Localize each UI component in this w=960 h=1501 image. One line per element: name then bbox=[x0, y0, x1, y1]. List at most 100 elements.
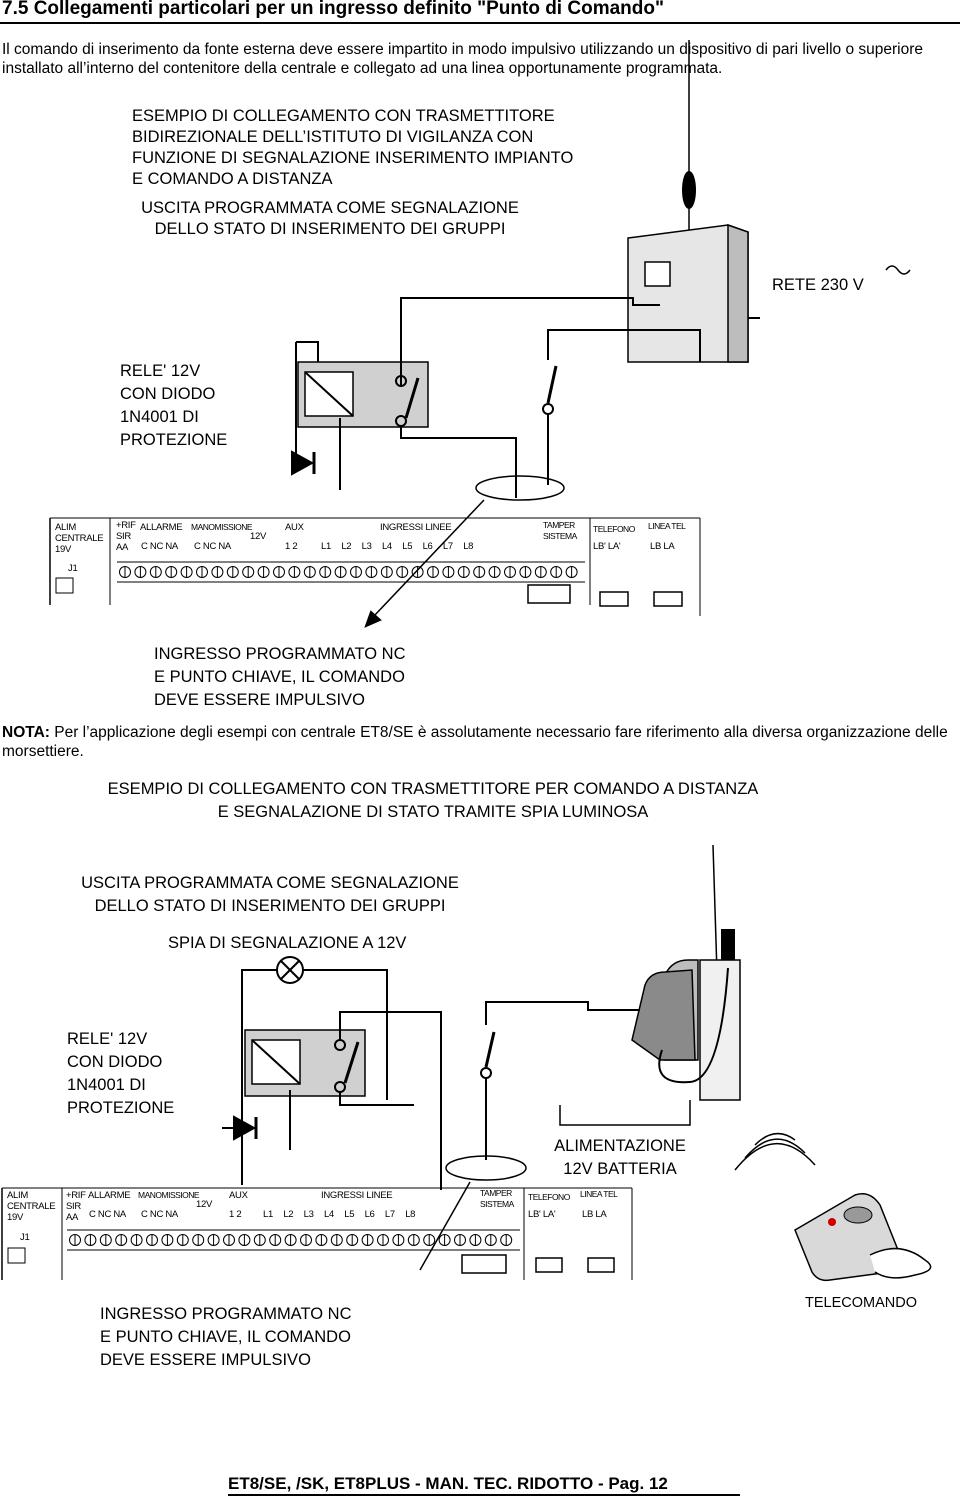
board1-j1: J1 bbox=[68, 563, 78, 574]
screw-terminal bbox=[300, 1234, 312, 1246]
diode-1 bbox=[291, 450, 315, 476]
screw-terminal bbox=[115, 1234, 128, 1246]
screw-terminal bbox=[119, 566, 131, 578]
screw-terminal bbox=[473, 566, 486, 578]
screw-terminal bbox=[350, 566, 362, 578]
remote-control-icon bbox=[734, 1132, 932, 1282]
screw-terminal bbox=[488, 566, 501, 578]
board1-ingressi: INGRESSI LINEE bbox=[380, 522, 452, 533]
board1-telefono: TELEFONO bbox=[593, 524, 635, 534]
board1-aux: AUX bbox=[285, 522, 304, 533]
input-arrow-1 bbox=[364, 610, 382, 628]
board1-manomissione-terms: C NC NA bbox=[194, 541, 231, 552]
screw-terminal bbox=[315, 1234, 328, 1246]
board2-telefono: TELEFONO bbox=[528, 1192, 570, 1202]
board2-allarme: ALLARME bbox=[88, 1190, 131, 1201]
board1-aux-terms: 1 2 bbox=[285, 541, 298, 552]
screw-terminal bbox=[457, 566, 470, 578]
board1-linea-tel: LINEA TEL bbox=[648, 521, 686, 531]
board1-allarme: ALLARME bbox=[140, 522, 183, 533]
screw-terminal bbox=[288, 566, 301, 578]
board2-12v: 12V bbox=[196, 1199, 213, 1210]
board2-lines: L1 L2 L3 L4 L5 L6 L7 L8 bbox=[263, 1209, 416, 1220]
screw-terminal bbox=[365, 566, 378, 578]
screw-terminal bbox=[211, 566, 224, 578]
screw-terminal bbox=[253, 1234, 266, 1246]
screw-terminal bbox=[411, 566, 424, 578]
board1-lines: L1 L2 L3 L4 L5 L6 L7 L8 bbox=[321, 541, 474, 552]
board2-aux: AUX bbox=[229, 1190, 248, 1201]
screw-terminal bbox=[242, 566, 255, 578]
board2-manomissione-terms: C NC NA bbox=[141, 1209, 178, 1220]
diode-2 bbox=[233, 1115, 257, 1141]
board2-manomissione: MANOMISSIONE bbox=[138, 1190, 200, 1200]
screw-terminal bbox=[238, 1234, 251, 1246]
screw-terminal bbox=[534, 566, 547, 578]
screw-terminal bbox=[427, 566, 439, 578]
screw-terminal bbox=[469, 1234, 482, 1246]
screw-terminal bbox=[423, 1234, 436, 1246]
screw-terminal bbox=[196, 566, 208, 578]
screw-terminal bbox=[269, 1234, 282, 1246]
screw-terminal bbox=[484, 1234, 497, 1246]
screw-terminal bbox=[380, 566, 393, 578]
screw-terminal bbox=[192, 1234, 205, 1246]
footer-rule bbox=[228, 1494, 740, 1496]
screw-terminal bbox=[330, 1234, 343, 1246]
board2-allarme-terms: C NC NA bbox=[89, 1209, 126, 1220]
board1-allarme-terms: C NC NA bbox=[141, 541, 178, 552]
screw-terminal bbox=[84, 1234, 97, 1246]
screw-terminal bbox=[565, 566, 578, 578]
board1-linea-terms: LB LA bbox=[650, 541, 675, 552]
title-rule bbox=[0, 22, 960, 24]
board2-linea-tel: LINEA TEL bbox=[580, 1189, 618, 1199]
board2-aux-terms: 1 2 bbox=[229, 1209, 242, 1220]
diagram1-relay-label: RELE' 12V CON DIODO 1N4001 DI PROTEZIONE bbox=[120, 362, 228, 449]
screw-terminal bbox=[550, 566, 563, 578]
screw-terminal bbox=[165, 566, 178, 578]
screw-terminal bbox=[69, 1234, 81, 1246]
screw-terminal bbox=[223, 1234, 235, 1246]
board1-manomissione: MANOMISSIONE bbox=[191, 522, 253, 532]
nota-paragraph: NOTA: Per l’applicazione degli esempi co… bbox=[2, 724, 948, 760]
screw-terminal bbox=[454, 1234, 466, 1246]
screw-terminal bbox=[180, 566, 193, 578]
screw-terminal bbox=[257, 566, 270, 578]
screw-terminal bbox=[146, 1234, 158, 1246]
board1-12v: 12V bbox=[250, 531, 267, 542]
board2-linea-terms: LB LA bbox=[582, 1209, 607, 1220]
screw-terminal bbox=[319, 566, 332, 578]
page-footer: ET8/SE, /SK, ET8PLUS - MAN. TEC. RIDOTTO… bbox=[228, 1474, 668, 1493]
power-label: ALIMENTAZIONE 12V BATTERIA bbox=[554, 1137, 686, 1178]
diagram1-heading: ESEMPIO DI COLLEGAMENTO CON TRASMETTITOR… bbox=[132, 107, 574, 188]
screw-terminal bbox=[226, 566, 239, 578]
screw-terminal bbox=[273, 566, 285, 578]
screw-terminal bbox=[519, 566, 532, 578]
board2-telefono-terms: LB' LA' bbox=[528, 1209, 556, 1220]
screw-terminal bbox=[442, 566, 455, 578]
diagram1-output-label: USCITA PROGRAMMATA COME SEGNALAZIONE DEL… bbox=[141, 199, 519, 238]
terminal-strip-1 bbox=[117, 561, 585, 583]
diagram2-output-label: USCITA PROGRAMMATA COME SEGNALAZIONE DEL… bbox=[81, 874, 459, 915]
screw-terminal bbox=[500, 1234, 513, 1246]
lamp-label: SPIA DI SEGNALAZIONE A 12V bbox=[168, 934, 407, 952]
screw-terminal bbox=[130, 1234, 143, 1246]
screw-terminal bbox=[134, 566, 147, 578]
screw-terminal bbox=[176, 1234, 189, 1246]
screw-terminal bbox=[334, 566, 347, 578]
antenna-element bbox=[682, 171, 696, 209]
screw-terminal bbox=[207, 1234, 220, 1246]
screw-terminal bbox=[438, 1234, 451, 1246]
screw-terminal bbox=[361, 1234, 374, 1246]
board1-telefono-terms: LB' LA' bbox=[593, 541, 621, 552]
board2-j1: J1 bbox=[20, 1232, 30, 1243]
diagram1-input-label: INGRESSO PROGRAMMATO NC E PUNTO CHIAVE, … bbox=[154, 645, 406, 709]
diagram2-input-label: INGRESSO PROGRAMMATO NC E PUNTO CHIAVE, … bbox=[100, 1305, 352, 1369]
